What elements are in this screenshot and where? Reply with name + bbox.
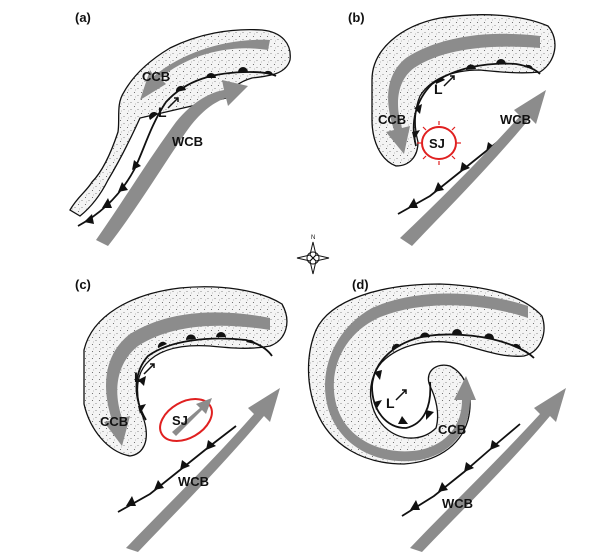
panel-c-label: (c) <box>75 277 91 292</box>
panel-a-front-symbols <box>84 67 273 224</box>
panel-d-low-motion-arrow <box>395 389 407 401</box>
compass-rose: N <box>296 235 330 275</box>
panel-a: (a) CCB WCB L <box>69 10 291 246</box>
panel-c-sj-arrow <box>172 398 212 436</box>
panel-b-ccb-label: CCB <box>378 112 406 127</box>
panel-b-front-symbols-upper <box>412 59 533 140</box>
compass-ring <box>306 251 320 265</box>
panel-b-wcb-arrow <box>400 90 546 246</box>
panel-d-low-label: L <box>386 395 395 411</box>
panel-b-low-label: L <box>434 81 443 97</box>
panel-d-wcb-arrow <box>410 388 566 552</box>
panel-d-cold-front-symbols <box>410 440 500 510</box>
panel-d-wcb-label: WCB <box>442 496 473 511</box>
panel-c-low-motion-arrow <box>143 363 155 375</box>
panel-d-ccb-label: CCB <box>438 422 466 437</box>
panel-c-ccb-arrow <box>104 312 270 446</box>
panel-c-cold-front-symbols <box>126 440 216 506</box>
compass-north-label: N <box>311 235 315 241</box>
panel-a-ccb-label: CCB <box>142 69 170 84</box>
panel-b-label: (b) <box>348 10 365 25</box>
compass-west-point <box>296 254 314 262</box>
panel-a-front <box>77 71 277 227</box>
panel-c-front-symbols-upper <box>138 332 255 414</box>
panel-d: (d) CCB WCB L <box>307 277 566 552</box>
panel-a-wcb-arrow <box>96 80 248 246</box>
panel-a-label: (a) <box>75 10 91 25</box>
panel-b: (b) SJ CCB WCB L <box>348 10 556 246</box>
panel-c-sj-label: SJ <box>172 413 188 428</box>
panel-c-cloud-head <box>83 286 288 457</box>
panel-b-cold-front-symbols <box>408 142 496 208</box>
panel-a-wcb-label: WCB <box>172 134 203 149</box>
panel-d-front-symbols-upper <box>374 329 521 424</box>
panel-b-wcb-label: WCB <box>500 112 531 127</box>
panel-a-cloud-head <box>69 28 291 217</box>
panel-c-front-occluded <box>135 337 273 421</box>
compass-east-point <box>312 254 330 262</box>
panel-b-ccb-arrow <box>386 33 540 154</box>
panel-d-label: (d) <box>352 277 369 292</box>
panel-c-sting-jet <box>159 398 213 442</box>
panel-b-sting-jet-ticks <box>417 121 461 165</box>
panel-b-sting-jet <box>421 126 457 160</box>
panel-a-low-motion-arrow <box>167 97 179 109</box>
panel-c: (c) SJ CCB WCB L <box>75 277 288 552</box>
panel-d-ccb-arrow <box>325 293 528 462</box>
panel-c-low-label: L <box>134 369 143 385</box>
panel-c-ccb-label: CCB <box>100 414 128 429</box>
panel-b-low-motion-arrow <box>443 75 455 87</box>
panel-c-wcb-label: WCB <box>178 474 209 489</box>
panel-c-wcb-arrow <box>126 388 280 552</box>
panel-b-sj-label: SJ <box>429 136 445 151</box>
panel-d-cloud-spiral <box>307 283 545 465</box>
panel-a-ccb-arrow <box>140 39 270 100</box>
panel-a-low-label: L <box>158 104 167 120</box>
